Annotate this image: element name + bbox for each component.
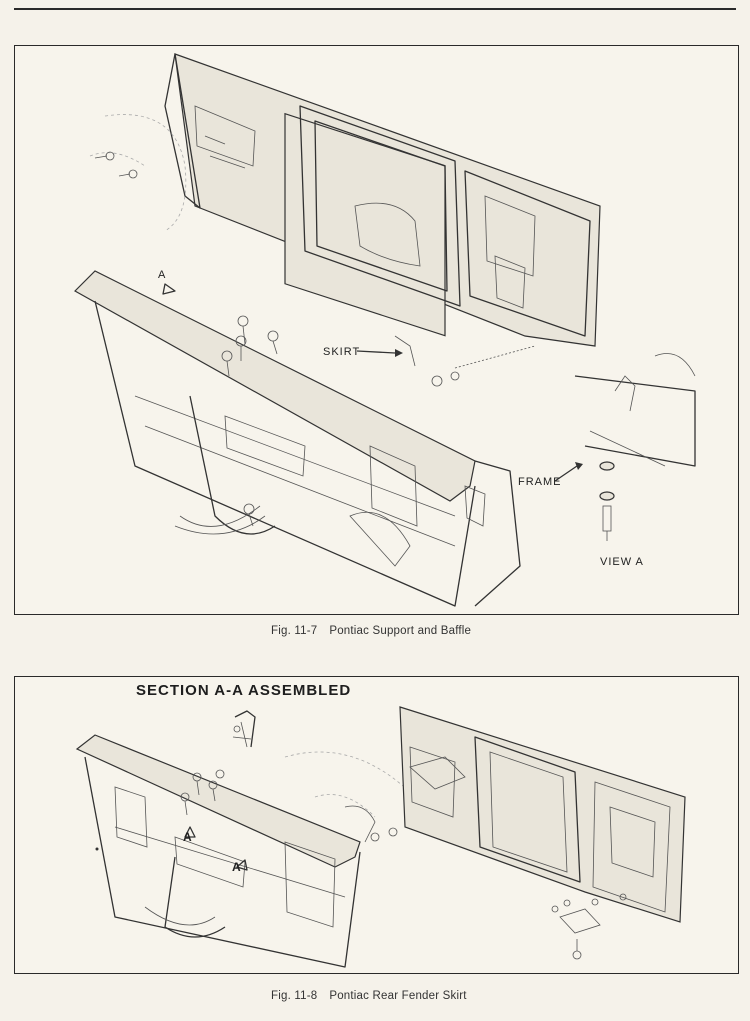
support-baffle-drawing <box>74 53 696 607</box>
label-view-a: VIEW A <box>600 556 644 568</box>
skirt-edge <box>394 335 416 367</box>
label-frame: FRAME <box>518 476 562 488</box>
fender-ghost-outline <box>89 114 187 232</box>
skirt-leader-arrow <box>356 350 396 354</box>
skirt-arrowhead <box>395 349 403 357</box>
label-a-left: A <box>183 830 193 844</box>
figure-11-8-number: Fig. 11-8 <box>271 990 318 1002</box>
label-a-right: A <box>232 860 242 874</box>
figure-11-7-caption: Fig. 11-7 Pontiac Support and Baffle <box>271 625 471 637</box>
figure-11-7-number: Fig. 11-7 <box>271 625 318 637</box>
frame-leader-arrow <box>554 465 578 482</box>
section-a-marker-right <box>236 859 248 871</box>
header-rule <box>14 8 736 10</box>
rear-fender-skirt-drawing <box>75 706 686 968</box>
left-baffle-assembly <box>75 734 361 968</box>
right-support-bolts <box>344 805 627 960</box>
section-title: SECTION A-A ASSEMBLED <box>136 682 352 699</box>
radiator-support-upper <box>164 53 601 347</box>
baffle-bolts <box>221 315 536 527</box>
section-a-marker-triangle <box>162 283 176 295</box>
fender-ghost-outline-2 <box>284 751 416 818</box>
frame-arrowhead <box>575 462 583 470</box>
baffle-lower <box>74 270 521 607</box>
figure-11-7-frame: A SKIRT FRAME VIEW A <box>14 45 739 615</box>
registration-dot <box>95 847 99 851</box>
fasteners-upper-left <box>94 151 138 179</box>
section-a-a-detail <box>232 710 256 748</box>
left-baffle-bolts <box>180 769 225 816</box>
label-skirt: SKIRT <box>323 346 361 358</box>
figure-11-8-frame: SECTION A-A ASSEMBLED <box>14 676 739 974</box>
view-a-frame-detail <box>574 353 696 541</box>
figure-11-7-title: Pontiac Support and Baffle <box>329 625 472 637</box>
figure-11-8-caption: Fig. 11-8 Pontiac Rear Fender Skirt <box>271 990 467 1002</box>
section-a-marker-left <box>184 826 196 838</box>
label-a: A <box>158 269 167 281</box>
right-support-assembly <box>399 706 686 923</box>
figure-11-8-title: Pontiac Rear Fender Skirt <box>329 990 467 1002</box>
